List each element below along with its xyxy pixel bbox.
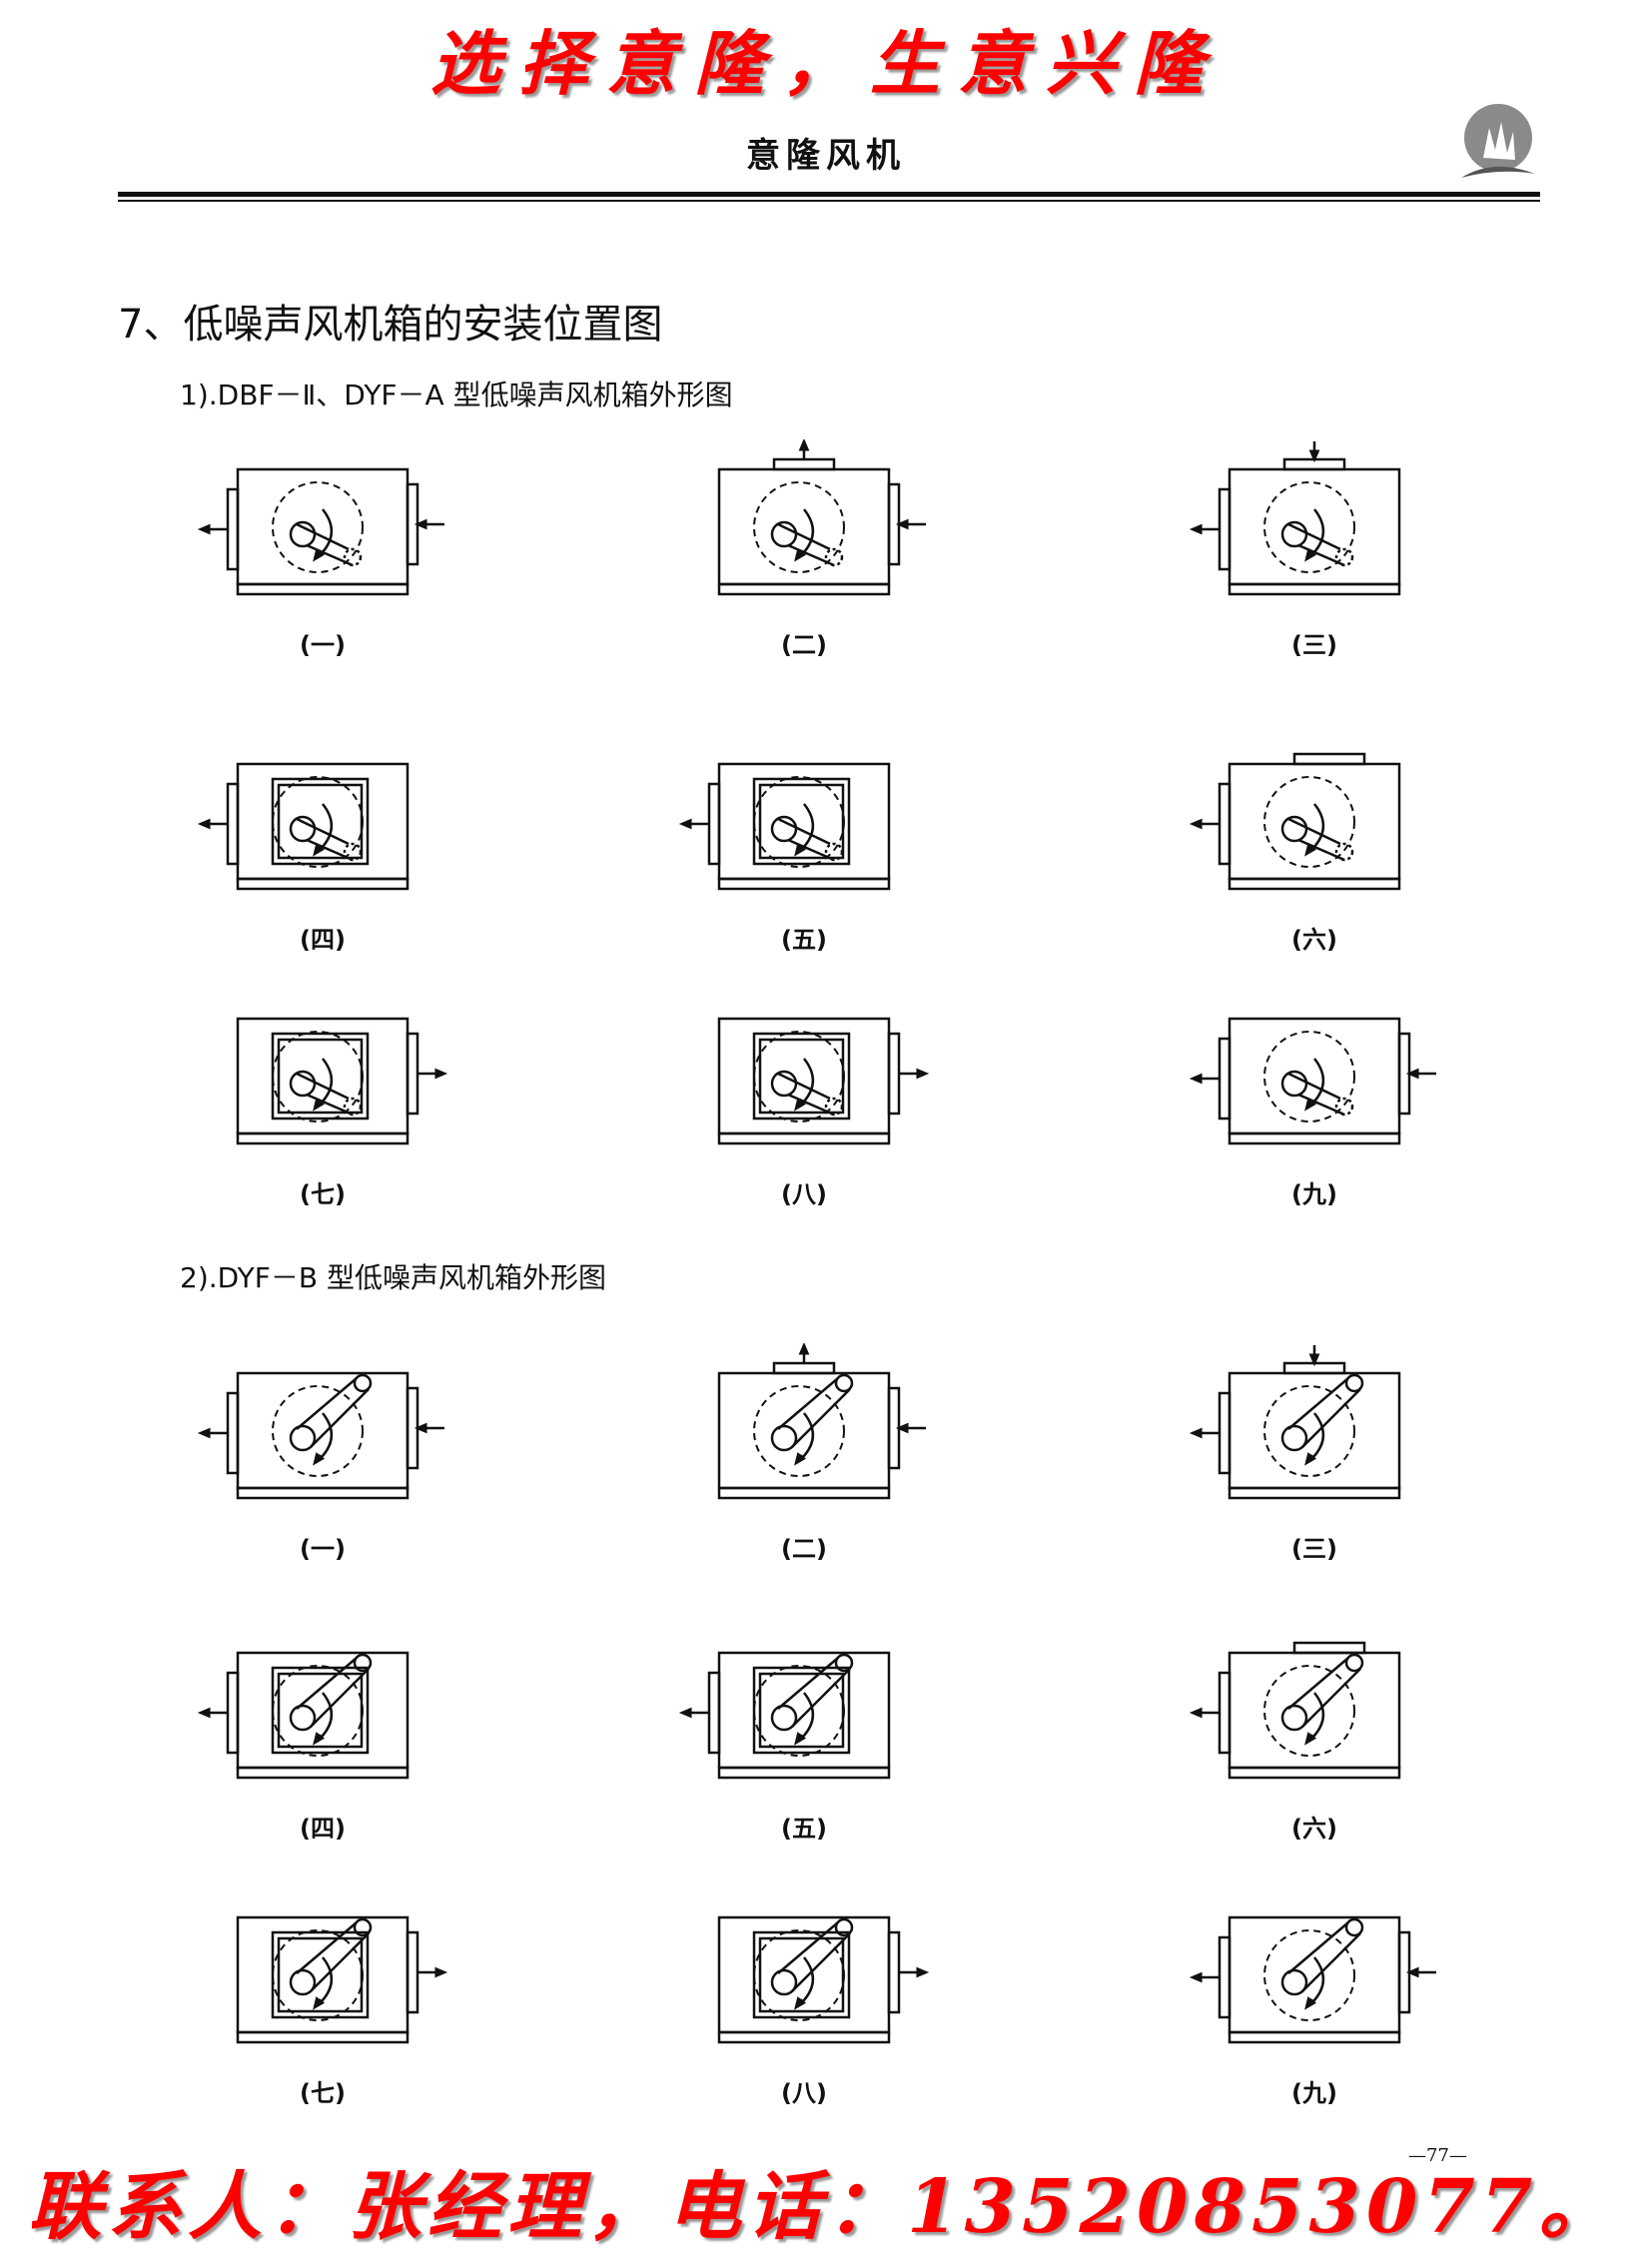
fan-box-diagram <box>1189 1345 1401 1500</box>
diagram-label: (二) <box>781 1535 827 1563</box>
page-number: —77— <box>1408 2145 1467 2166</box>
group1-diagram-4: (四) <box>193 734 452 955</box>
diagram-label: (一) <box>300 1535 346 1563</box>
header-rule-thin <box>118 200 1540 202</box>
group2-diagram-8: (八) <box>674 1887 934 2108</box>
group1-diagram-3: (三) <box>1185 439 1444 660</box>
diagram-label: (五) <box>781 926 827 954</box>
brand-name: 意隆风机 <box>746 136 906 176</box>
group2-diagram-4: (四) <box>193 1623 452 1844</box>
group2-diagram-2: (二) <box>674 1343 934 1564</box>
diagram-label: (五) <box>781 1815 827 1843</box>
fan-box-diagram <box>236 1915 448 2044</box>
group1-diagram-1: (一) <box>193 439 452 660</box>
fan-box-diagram <box>717 1915 930 2044</box>
diagram-label: (三) <box>1291 1535 1337 1563</box>
diagram-label: (六) <box>1291 926 1337 954</box>
fan-box-diagram <box>717 1017 930 1145</box>
group1-diagram-5: (五) <box>674 734 934 955</box>
fan-box-diagram <box>236 1017 448 1145</box>
header-rule-thick <box>118 192 1540 197</box>
diagram-label: (九) <box>1291 2079 1337 2107</box>
group2-title: 2).DYF－B 型低噪声风机箱外形图 <box>180 1261 606 1294</box>
footer-contact: 联系人：张经理，电话：13520853077。 <box>28 2164 1619 2250</box>
group1-title: 1).DBF－Ⅱ、DYF－A 型低噪声风机箱外形图 <box>180 378 733 411</box>
fan-box-diagram <box>197 1651 410 1780</box>
diagram-label: (九) <box>1291 1180 1337 1208</box>
fan-box-diagram <box>1189 441 1401 596</box>
group1-diagram-8: (八) <box>674 989 934 1209</box>
group1-diagram-7: (七) <box>193 989 452 1209</box>
diagram-label: (四) <box>300 926 346 954</box>
diagram-label: (八) <box>781 2079 827 2107</box>
fan-box-diagram <box>717 439 926 596</box>
fan-box-diagram <box>1189 1641 1401 1780</box>
diagram-label: (一) <box>300 631 346 659</box>
fan-box-diagram <box>197 1371 444 1500</box>
fan-box-diagram <box>1189 1017 1436 1145</box>
group2-diagram-1: (一) <box>193 1343 452 1564</box>
section-title: 7、低噪声风机箱的安装位置图 <box>118 302 663 348</box>
group1-diagram-9: (九) <box>1185 989 1444 1209</box>
group1-diagram-2: (二) <box>674 439 934 660</box>
diagram-label: (三) <box>1291 631 1337 659</box>
fan-box-diagram <box>197 762 410 891</box>
fan-box-diagram <box>678 1651 891 1780</box>
fan-box-diagram <box>1189 1915 1436 2044</box>
group2-diagram-5: (五) <box>674 1623 934 1844</box>
group1-diagram-6: (六) <box>1185 734 1444 955</box>
fan-box-diagram <box>197 467 444 596</box>
group2-diagram-6: (六) <box>1185 1623 1444 1844</box>
slogan-banner: 选择意隆，生意兴隆 <box>430 22 1222 105</box>
fan-box-diagram <box>678 762 891 891</box>
fan-box-diagram <box>1189 752 1401 891</box>
diagram-label: (八) <box>781 1180 827 1208</box>
fan-box-diagram <box>717 1343 926 1500</box>
company-logo-icon <box>1461 104 1535 178</box>
diagram-label: (七) <box>300 2079 346 2107</box>
diagram-label: (七) <box>300 1180 346 1208</box>
diagram-label: (四) <box>300 1815 346 1843</box>
group2-diagram-9: (九) <box>1185 1887 1444 2108</box>
diagram-label: (二) <box>781 631 827 659</box>
group2-diagram-3: (三) <box>1185 1343 1444 1564</box>
diagram-label: (六) <box>1291 1815 1337 1843</box>
group2-diagram-7: (七) <box>193 1887 452 2108</box>
